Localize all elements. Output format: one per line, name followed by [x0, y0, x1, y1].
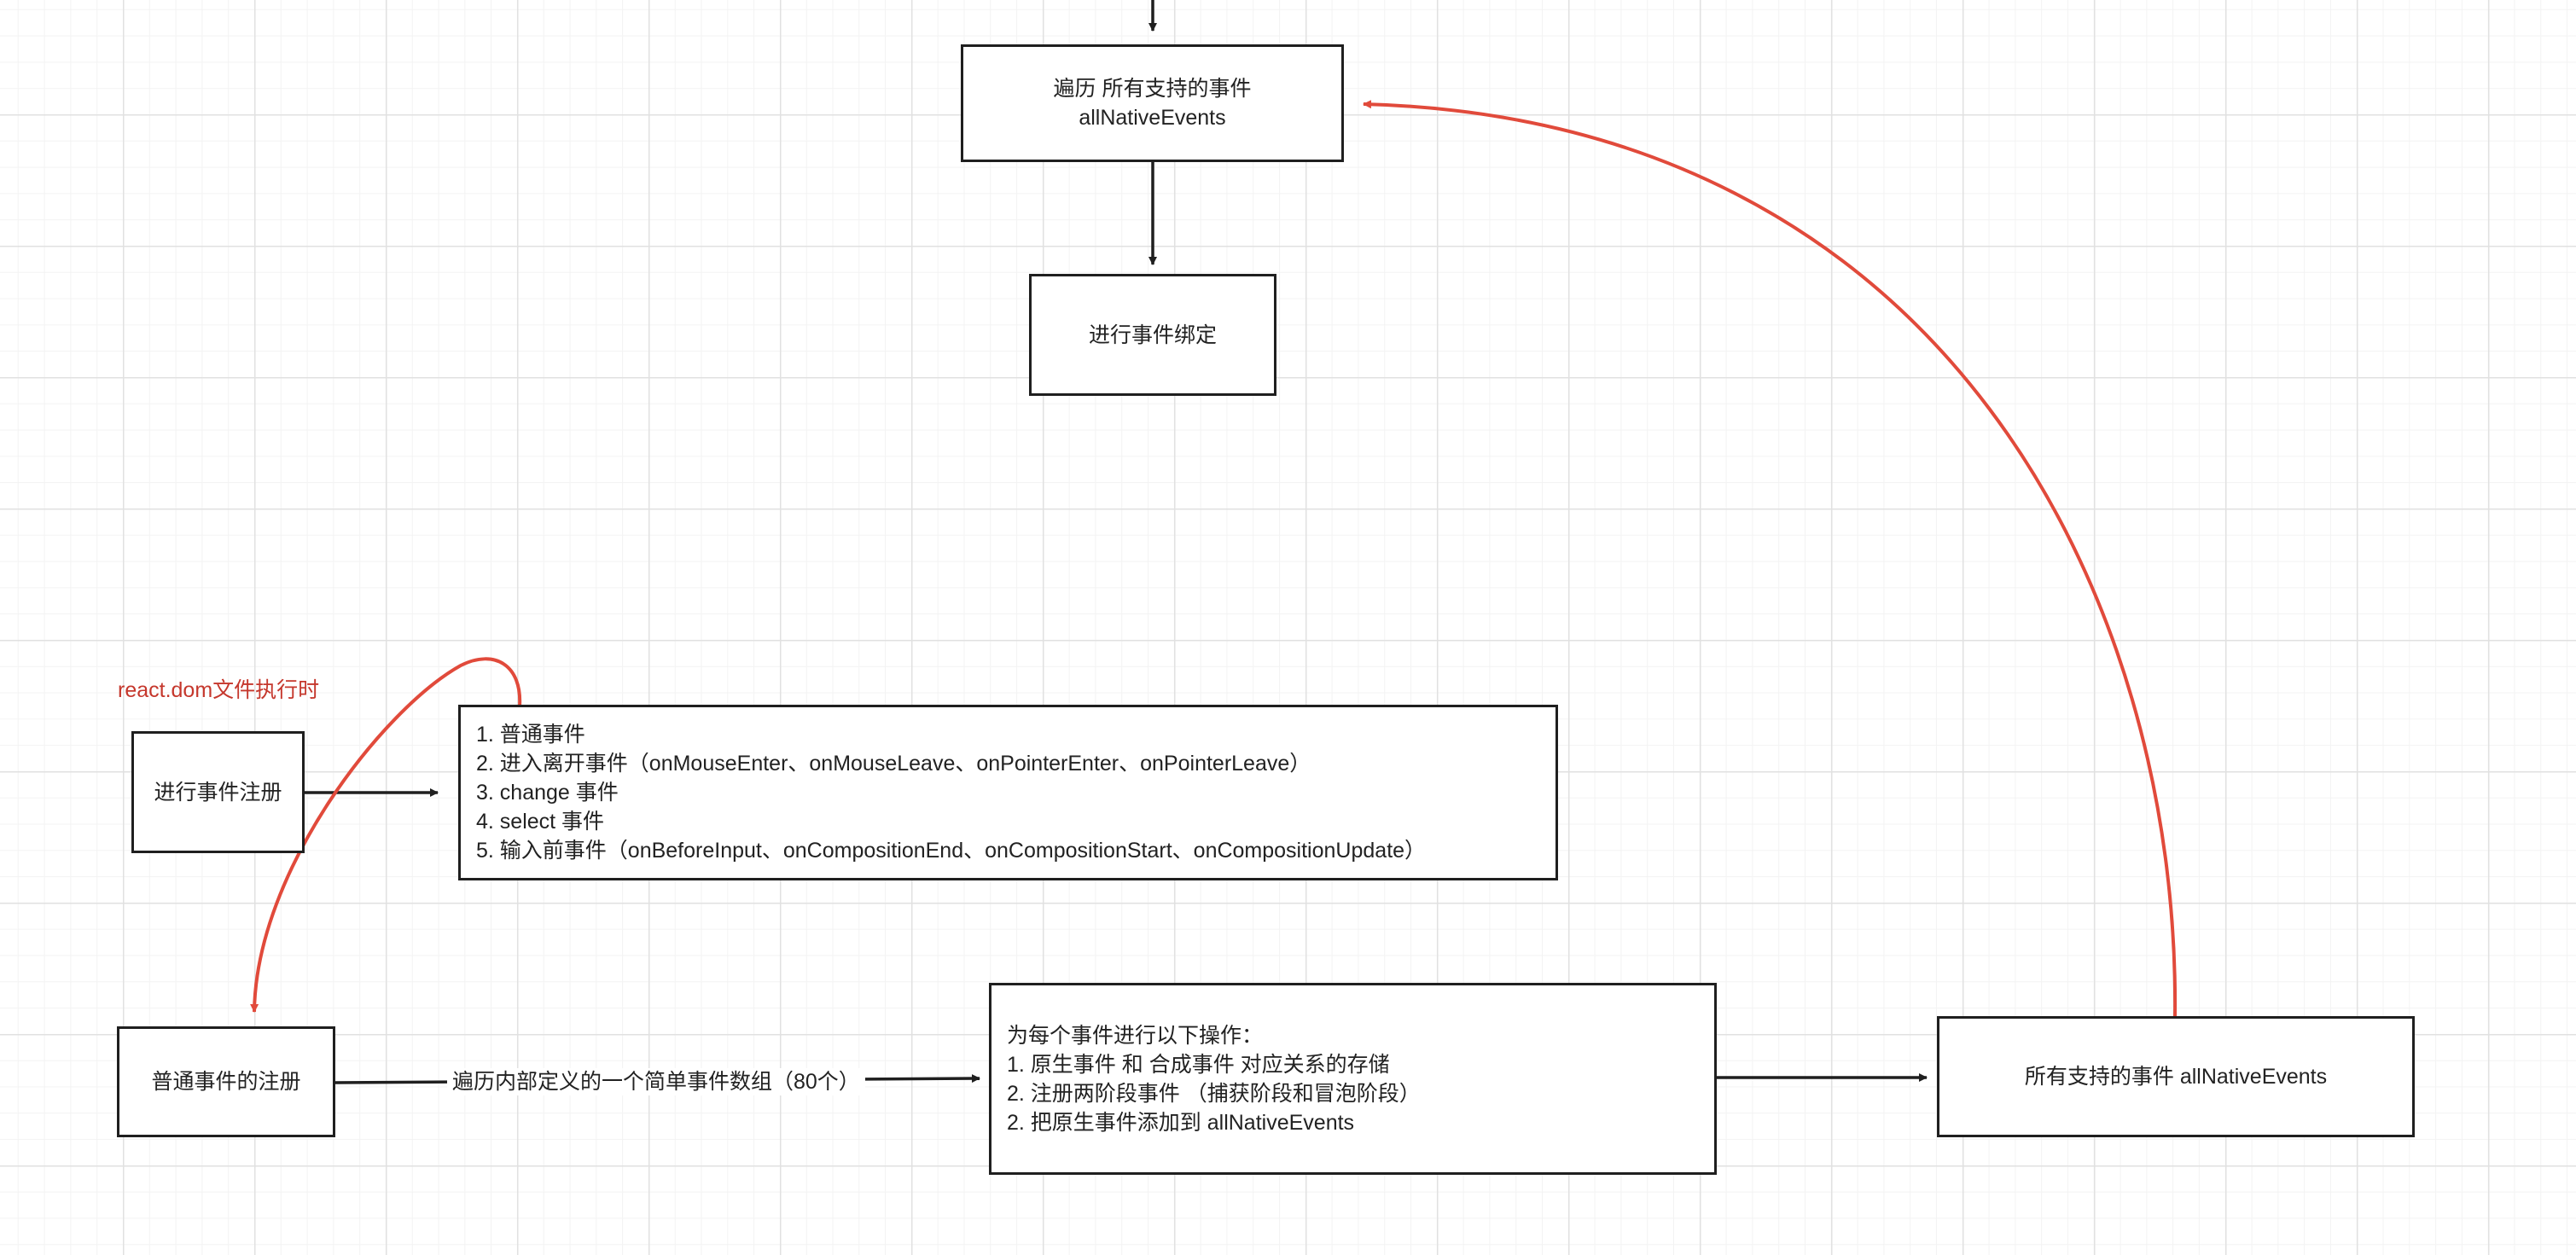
- category-item: 2. 进入离开事件（onMouseEnter、onMouseLeave、onPo…: [476, 752, 1311, 776]
- category-item: 4. select 事件: [476, 810, 605, 834]
- event-binding-label: 进行事件绑定: [1088, 322, 1217, 347]
- simple-event-registration-label: 普通事件的注册: [151, 1070, 301, 1094]
- all-native-events-label: 所有支持的事件 allNativeEvents: [2024, 1065, 2328, 1089]
- operation-item: 2. 注册两阶段事件 （捕获阶段和冒泡阶段）: [1007, 1081, 1421, 1106]
- traverse-all-events-node[interactable]: 遍历 所有支持的事件 allNativeEvents: [961, 44, 1344, 162]
- all-native-events-node[interactable]: 所有支持的事件 allNativeEvents: [1937, 1016, 2415, 1137]
- per-event-operations-node[interactable]: 为每个事件进行以下操作： 1. 原生事件 和 合成事件 对应关系的存储 2. 注…: [989, 983, 1717, 1175]
- category-item: 3. change 事件: [476, 781, 619, 805]
- traverse-node-line-2: allNativeEvents: [1079, 106, 1226, 130]
- edge-label-traverse-simple-array: 遍历内部定义的一个简单事件数组（80个）: [447, 1068, 865, 1095]
- red-arrow-all-events-to-traverse: [1363, 100, 2178, 1018]
- operation-item: 1. 原生事件 和 合成事件 对应关系的存储: [1007, 1052, 1390, 1077]
- event-binding-node[interactable]: 进行事件绑定: [1029, 274, 1276, 396]
- event-registration-node[interactable]: 进行事件注册: [131, 731, 305, 853]
- operation-item: 为每个事件进行以下操作：: [1007, 1023, 1264, 1048]
- event-categories-node[interactable]: 1. 普通事件 2. 进入离开事件（onMouseEnter、onMouseLe…: [458, 705, 1558, 880]
- simple-event-registration-node[interactable]: 普通事件的注册: [117, 1026, 335, 1137]
- category-item: 5. 输入前事件（onBeforeInput、onCompositionEnd、…: [476, 839, 1427, 863]
- red-arrow-categories-to-simple: [250, 657, 522, 1013]
- category-item: 1. 普通事件: [476, 723, 585, 747]
- timing-annotation: react.dom文件执行时: [118, 678, 320, 702]
- operation-item: 2. 把原生事件添加到 allNativeEvents: [1007, 1110, 1355, 1135]
- traverse-node-line-1: 遍历 所有支持的事件: [1053, 77, 1252, 101]
- event-registration-label: 进行事件注册: [154, 780, 282, 805]
